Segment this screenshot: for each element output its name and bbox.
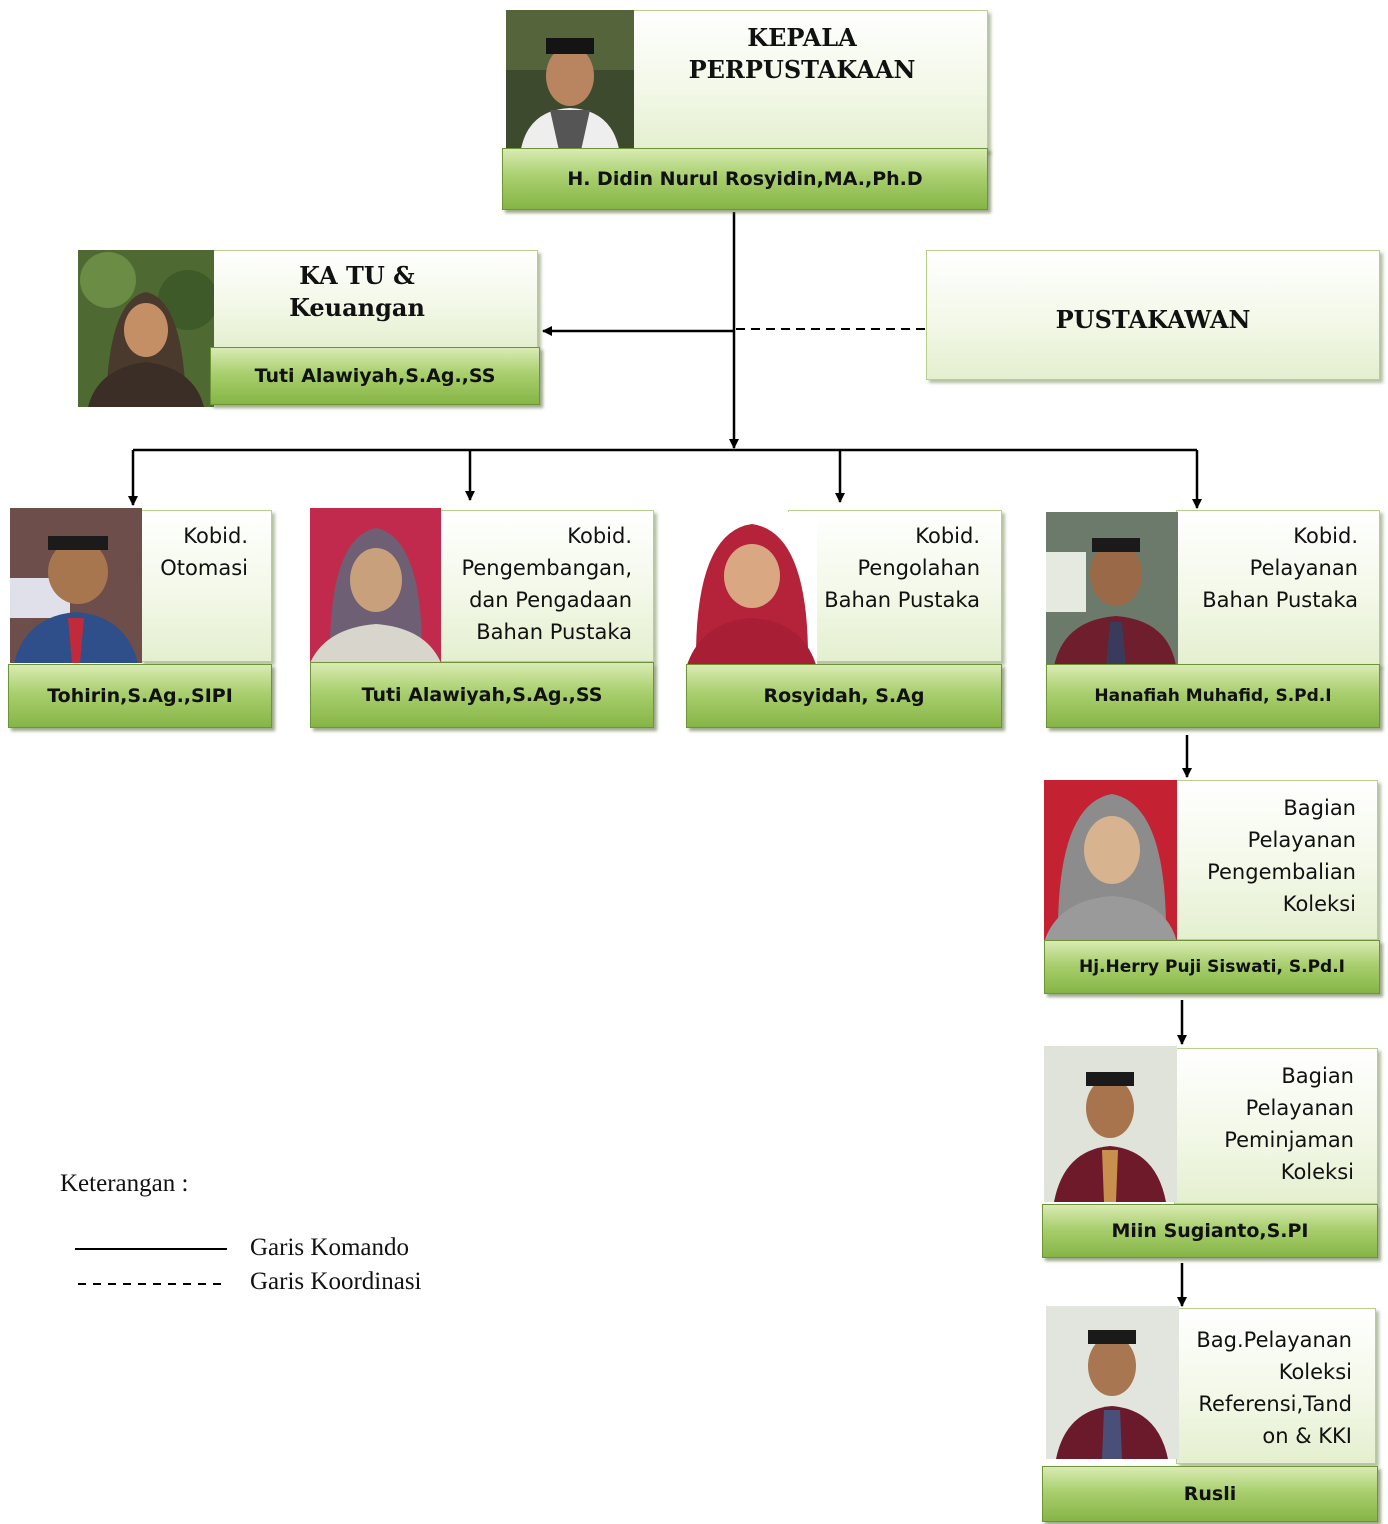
head-photo	[506, 10, 634, 155]
head-box	[630, 10, 988, 152]
person-photo-icon	[1046, 512, 1178, 666]
bagian-2-name-bar: Miin Sugianto,S.PI	[1042, 1204, 1378, 1258]
bagian-3-role: Bag.Pelayanan Koleksi Referensi,Tand on …	[1196, 1328, 1352, 1448]
person-photo-icon	[78, 250, 214, 407]
kobid-2-name-bar: Tuti Alawiyah,S.Ag.,SS	[310, 662, 654, 728]
kobid-2-box	[438, 510, 654, 662]
kobid-1-photo	[10, 508, 142, 663]
kobid-1-role: Kobid. Otomasi	[160, 524, 248, 580]
tu-name-bar: Tuti Alawiyah,S.Ag.,SS	[210, 347, 540, 405]
tu-photo	[78, 250, 214, 407]
legend-coordination-label: Garis Koordinasi	[250, 1268, 422, 1295]
kobid-4-photo	[1046, 512, 1178, 666]
pustakawan-title: PUSTAKAWAN	[1055, 305, 1251, 334]
kobid-2-role: Kobid. Pengembangan, dan Pengadaan Bahan…	[461, 524, 632, 644]
kobid-3-name-bar: Rosyidah, S.Ag	[686, 664, 1002, 728]
kobid-1-box	[140, 510, 272, 662]
bagian-3-photo	[1046, 1306, 1179, 1459]
bagian-2-photo	[1044, 1046, 1177, 1202]
tu-title: KA TU & Keuangan	[289, 261, 425, 322]
bagian-1-photo	[1044, 780, 1177, 942]
kobid-3-photo	[686, 512, 817, 668]
bagian-3-name-bar: Rusli	[1042, 1466, 1378, 1522]
kobid-4-role: Kobid. Pelayanan Bahan Pustaka	[1202, 524, 1358, 612]
person-photo-icon	[686, 512, 817, 668]
pustakawan-box	[926, 250, 1380, 380]
person-photo-icon	[10, 508, 142, 663]
bagian-3-box	[1176, 1308, 1376, 1464]
person-photo-icon	[1044, 1046, 1177, 1202]
person-photo-icon	[1044, 780, 1177, 942]
kobid-3-role: Kobid. Pengolahan Bahan Pustaka	[824, 524, 980, 612]
legend-title: Keterangan :	[60, 1170, 189, 1197]
bagian-1-name-bar: Hj.Herry Puji Siswati, S.Pd.I	[1044, 940, 1380, 994]
kobid-2-photo	[310, 508, 441, 663]
kobid-4-name-bar: Hanafiah Muhafid, S.Pd.I	[1046, 664, 1380, 728]
bagian-1-box	[1174, 780, 1378, 940]
head-title: KEPALA PERPUSTAKAAN	[688, 23, 916, 84]
kobid-3-box	[788, 510, 1002, 662]
bagian-1-role: Bagian Pelayanan Pengembalian Koleksi	[1207, 796, 1356, 916]
kobid-1-name-bar: Tohirin,S.Ag.,SIPI	[8, 664, 272, 728]
legend-command-label: Garis Komando	[250, 1234, 409, 1261]
person-photo-icon	[310, 508, 441, 663]
person-photo-icon	[506, 10, 634, 155]
head-name-bar: H. Didin Nurul Rosyidin,MA.,Ph.D	[502, 148, 988, 210]
bagian-2-role: Bagian Pelayanan Peminjaman Koleksi	[1224, 1064, 1354, 1184]
bagian-2-box	[1174, 1048, 1378, 1204]
person-photo-icon	[1046, 1306, 1179, 1459]
